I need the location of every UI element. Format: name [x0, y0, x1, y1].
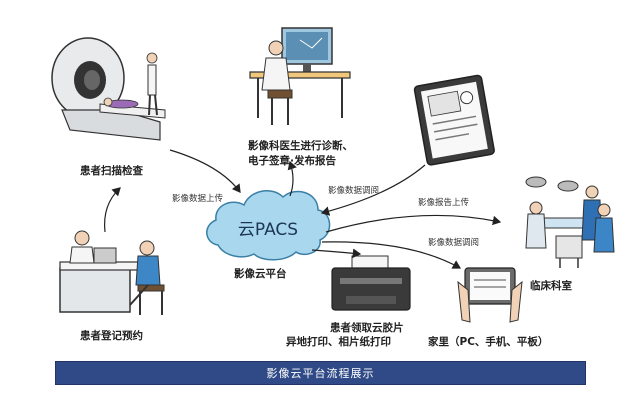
- cloud-center-label: 云PACS: [238, 220, 298, 240]
- arrow-cloud-to-home: [321, 241, 462, 269]
- radiologist-label-line2: 电子签章·发布报告: [248, 155, 336, 167]
- tablet-illustration: [457, 267, 523, 323]
- registration-desk-illustration: [59, 230, 165, 315]
- radiologist-label-line1: 影像科医生进行诊断、: [248, 140, 353, 152]
- edge-label-report-upload: 影像报告上传: [418, 198, 470, 208]
- ct-scanner-illustration: [51, 37, 166, 141]
- arrow-cloud-to-printer: [311, 248, 362, 259]
- arrow-ct-to-cloud: [169, 149, 241, 193]
- arrow-cloud-to-clinic: [325, 214, 502, 233]
- clinic-illustration: [525, 176, 615, 268]
- flow-arrows: [103, 149, 502, 269]
- report-document-illustration: [413, 74, 495, 166]
- edge-label-upload: 影像数据上传: [172, 194, 224, 204]
- edge-label-view-radiologist: 影像数据调阅: [328, 186, 380, 196]
- registration-label: 患者登记预约: [80, 330, 143, 342]
- ct-scan-label: 患者扫描检查: [80, 165, 143, 177]
- home-label: 家里（PC、手机、平板）: [428, 336, 549, 348]
- edge-label-view-clinic: 影像数据调阅: [428, 238, 480, 248]
- cloud-label: 影像云平台: [234, 268, 287, 280]
- arrow-cloud-to-radiologist: [287, 160, 297, 197]
- arrow-report-to-cloud: [320, 164, 426, 216]
- printer-illustration: [331, 255, 411, 311]
- diagram-title-banner: 影像云平台流程展示: [55, 361, 586, 385]
- radiologist-illustration: [249, 27, 351, 125]
- printer-label-line2: 异地打印、相片纸打印: [286, 336, 391, 348]
- printer-label-line1: 患者领取云胶片: [330, 322, 404, 334]
- cloud-pacs-illustration: 云PACS: [206, 189, 331, 261]
- arrow-registration-to-ct: [103, 187, 121, 233]
- clinic-label: 临床科室: [530, 280, 572, 292]
